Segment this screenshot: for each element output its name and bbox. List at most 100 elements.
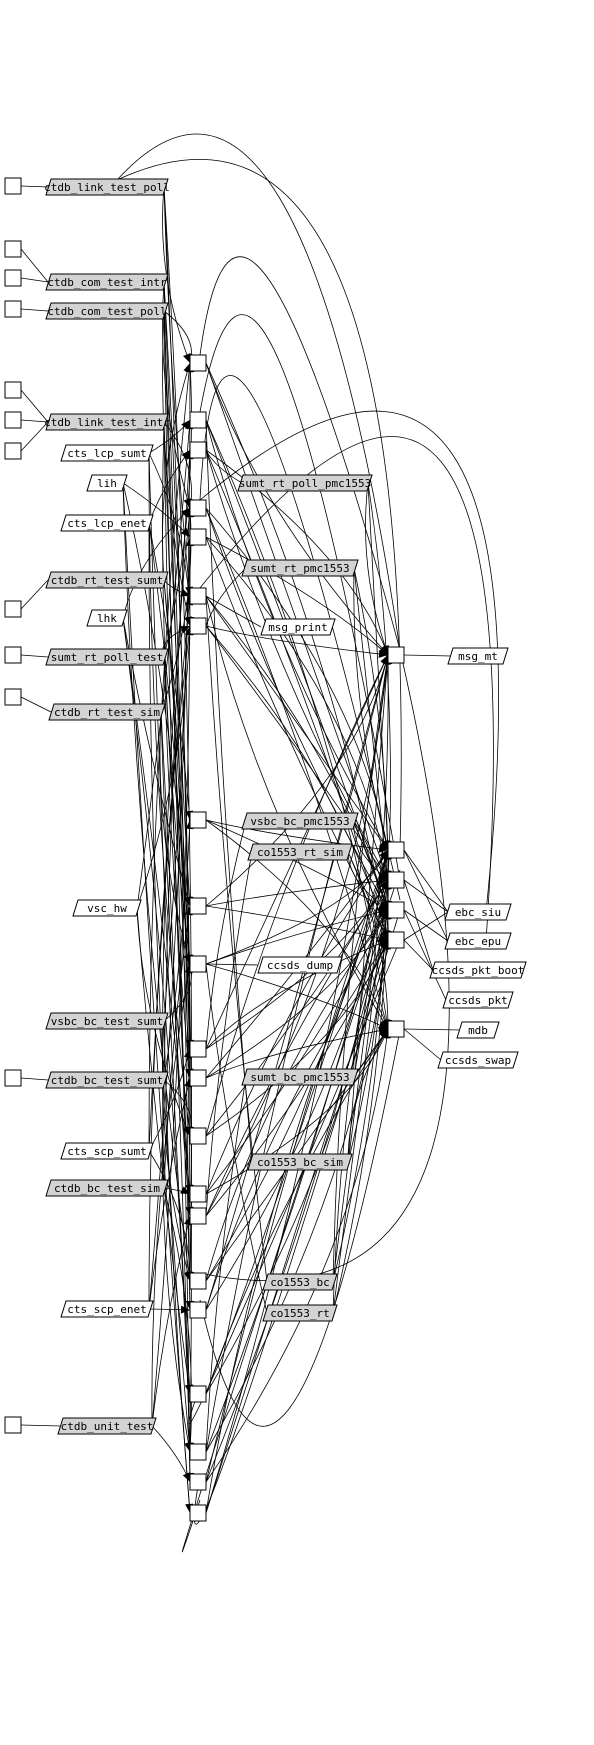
- node-label: ctdb_rt_test_sumt: [51, 574, 164, 587]
- node-ctdb-rt-test-sim: ctdb_rt_test_sim: [48, 703, 166, 721]
- edge: [148, 362, 191, 1310]
- node-label: ccsds_dump: [267, 959, 333, 972]
- edge: [122, 482, 191, 965]
- node-shape: [262, 1304, 338, 1322]
- node-ctdb-link-test-intr: ctdb_link_test_intr: [44, 413, 170, 431]
- edge: [205, 939, 389, 1514]
- edge-arrowhead: [378, 844, 388, 853]
- node-shape: [45, 648, 169, 666]
- edge: [205, 849, 389, 1395]
- edge: [205, 819, 389, 911]
- edge: [205, 595, 389, 851]
- node-label: ctdb_com_test_poll: [47, 305, 166, 318]
- loop-edge: [199, 436, 494, 942]
- edge: [20, 248, 49, 283]
- edge: [205, 625, 389, 941]
- node-mdb: mdb: [456, 1021, 500, 1039]
- edge: [205, 909, 389, 1483]
- edge-arrowhead: [183, 954, 192, 964]
- square-node: [189, 897, 207, 915]
- node-shape: [241, 559, 359, 577]
- node-ctdb-com-test-poll: ctdb_com_test_poll: [45, 302, 169, 320]
- square-node: [4, 177, 22, 195]
- node-sumt-rt-poll-pmc1553: sumt_rt_poll_pmc1553: [237, 474, 373, 492]
- square-node: [4, 442, 22, 460]
- node-label: lhk: [97, 612, 117, 625]
- edge-arrowhead: [378, 649, 388, 658]
- node-shape: [447, 647, 509, 665]
- node-msg-print: msg_print: [260, 618, 336, 636]
- node-label: lih: [97, 477, 117, 490]
- node-label: sumt_rt_pmc1553: [250, 562, 349, 575]
- edge: [20, 1424, 61, 1427]
- node-shape: [241, 1068, 359, 1086]
- square-node: [189, 1272, 207, 1290]
- loop-edge: [188, 939, 401, 1425]
- node-shape: [45, 273, 169, 291]
- square-node: [189, 1069, 207, 1087]
- node-label: co1553_rt_sim: [257, 846, 343, 859]
- square-node: [189, 1504, 207, 1522]
- node-shape: [45, 1012, 169, 1030]
- square-node: [387, 871, 405, 889]
- node-sumt-rt-poll-test: sumt_rt_poll_test: [45, 648, 169, 666]
- node-cts-lcp-sumt: cts_lcp_sumt: [60, 444, 154, 462]
- node-shape: [45, 178, 169, 196]
- square-node: [189, 811, 207, 829]
- loop-edge: [199, 256, 401, 651]
- node-sumt-rt-pmc1553: sumt_rt_pmc1553: [241, 559, 359, 577]
- node-shape: [257, 956, 343, 974]
- edge: [332, 879, 389, 1314]
- square-node: [189, 354, 207, 372]
- edge: [148, 1077, 191, 1310]
- node-label: ctdb_bc_test_sim: [54, 1182, 160, 1195]
- edge: [151, 507, 191, 1427]
- edge: [160, 711, 191, 1483]
- edge: [403, 939, 434, 971]
- square-node: [189, 617, 207, 635]
- edge: [205, 1076, 247, 1453]
- edge: [332, 879, 389, 1283]
- edge: [205, 449, 389, 881]
- edge: [205, 362, 389, 656]
- square-node: [4, 269, 22, 287]
- edge-arrowhead: [180, 1186, 190, 1194]
- node-shape: [45, 302, 169, 320]
- square-node: [189, 1185, 207, 1203]
- edge: [205, 1028, 389, 1483]
- node-label: mdb: [468, 1024, 488, 1037]
- square-node: [189, 1127, 207, 1145]
- node-label: vsbc_bc_pmc1553: [250, 815, 349, 828]
- square-node: [4, 1416, 22, 1434]
- node-ctdb-com-test-intr: ctdb_com_test_intr: [45, 273, 169, 291]
- node-ctdb-link-test-poll: ctdb_link_test_poll: [44, 178, 170, 196]
- edge: [205, 595, 389, 911]
- node-ctdb-bc-test-sim: ctdb_bc_test_sim: [45, 1179, 169, 1197]
- square-node: [4, 381, 22, 399]
- edge-arrowhead: [380, 930, 388, 940]
- edge: [205, 449, 389, 941]
- edge: [148, 1048, 191, 1152]
- node-label: ctdb_com_test_intr: [47, 276, 167, 289]
- edge-arrowhead: [378, 1026, 388, 1035]
- loop-edge: [199, 410, 499, 913]
- edge: [163, 1187, 192, 1453]
- node-label: ctdb_rt_test_sim: [54, 706, 160, 719]
- node-label: ctdb_unit_test: [61, 1420, 154, 1433]
- node-ccsds-swap: ccsds_swap: [437, 1051, 519, 1069]
- node-shape: [45, 413, 169, 431]
- edge-arrowhead: [379, 1029, 388, 1039]
- node-shape: [60, 1300, 154, 1318]
- edge: [353, 567, 389, 851]
- square-node: [4, 646, 22, 664]
- node-shape: [45, 1071, 169, 1089]
- node-shape: [456, 1021, 500, 1039]
- edge: [205, 849, 389, 1195]
- edge: [205, 963, 268, 1314]
- square-node: [189, 1443, 207, 1461]
- edge: [160, 711, 191, 1217]
- edge: [148, 522, 191, 821]
- node-vsbc-bc-test-sumt: vsbc_bc_test_sumt: [45, 1012, 169, 1030]
- edge: [148, 362, 191, 1152]
